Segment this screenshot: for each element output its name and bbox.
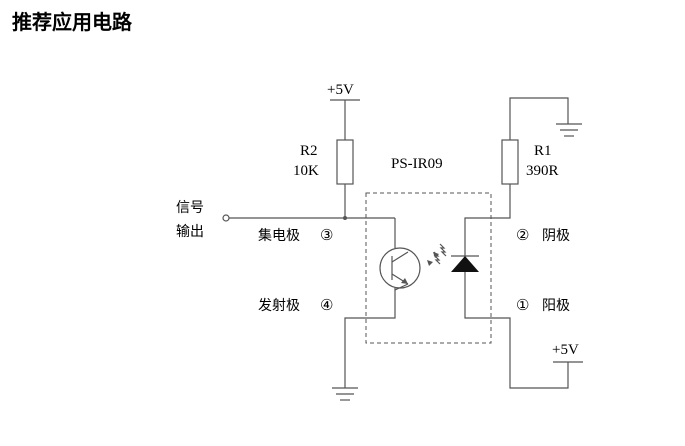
wire-emitter: [344, 288, 396, 388]
page-title: 推荐应用电路: [12, 10, 132, 34]
r2-value: 10K: [293, 163, 319, 179]
pin-collector-label: 集电极: [258, 227, 300, 244]
emitter-arrow: [401, 278, 408, 284]
wire-r1-ground: [509, 97, 569, 140]
phototransistor-body: [379, 247, 421, 289]
package-outline: [365, 192, 492, 344]
pin-collector-num: ③: [320, 228, 333, 244]
wire-emitter-link: [394, 283, 409, 291]
pin-emitter-num: ④: [320, 298, 333, 314]
part-number: PS-IR09: [391, 156, 443, 172]
wire-r1-cathode: [464, 184, 511, 248]
light-rays-icon: [427, 243, 447, 266]
supply-label-left: +5V: [327, 82, 354, 98]
pin-cathode-num: ②: [516, 228, 529, 244]
output-terminal: [222, 214, 230, 222]
resistor-r1: [501, 139, 519, 185]
pin-anode-label: 阳极: [542, 298, 570, 314]
output-label-1: 信号: [176, 200, 204, 216]
supply-label-right: +5V: [552, 342, 579, 358]
resistor-r2: [336, 139, 354, 185]
r1-name: R1: [534, 143, 552, 159]
phototransistor-collector: [391, 251, 409, 263]
r2-name: R2: [300, 143, 318, 159]
r1-value: 390R: [526, 163, 559, 179]
pin-emitter-label: 发射极: [258, 298, 300, 314]
led-diode-icon: [451, 256, 479, 272]
wire-anode: [464, 272, 569, 389]
output-label-2: 输出: [176, 224, 204, 240]
pin-anode-num: ①: [516, 298, 529, 314]
pin-cathode-label: 阴极: [542, 228, 570, 244]
